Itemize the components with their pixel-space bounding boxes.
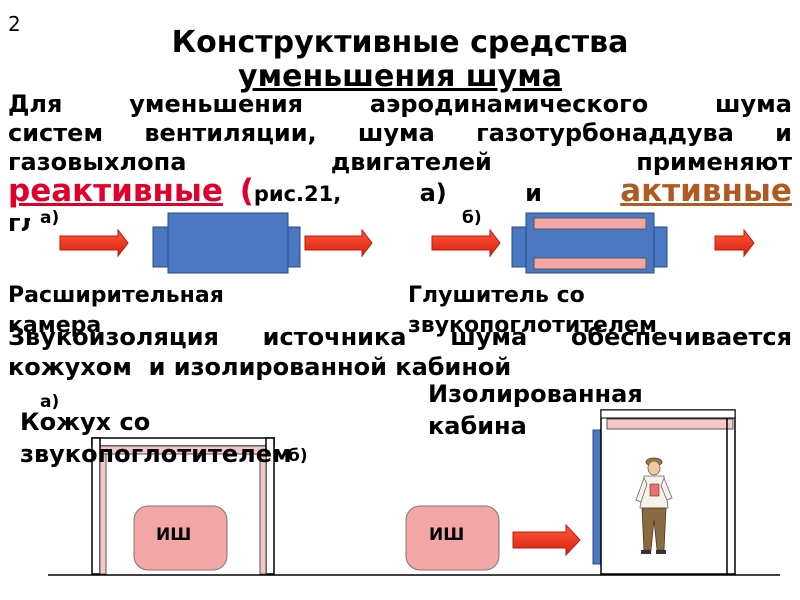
caption-line: Глушитель со	[408, 283, 585, 308]
slide-title: Конструктивные средства уменьшения шума	[130, 26, 670, 94]
enclosure-caption: Кожух со звукопоглотителем	[20, 406, 292, 470]
caption-line: Изолированная	[428, 380, 643, 408]
enclosure-overlap-label: б)	[288, 446, 308, 466]
slide-number: 2	[8, 12, 21, 36]
word-and: и	[525, 179, 542, 207]
inlet-arrow-icon	[59, 228, 129, 258]
word-a: а)	[419, 179, 447, 207]
diagram-b-caption: Глушитель со звукопоглотителем	[408, 281, 657, 341]
inlet-pipe	[152, 226, 169, 268]
expansion-chamber-diagram	[59, 212, 373, 274]
word: шума	[450, 323, 528, 351]
cabin-roof	[600, 409, 736, 419]
outlet-pipe	[653, 226, 668, 268]
cabin-source-label: ИШ	[429, 525, 465, 545]
paragraph2-line-2: кожухом и изолированной кабиной	[8, 353, 512, 381]
absorber-layer-bottom	[533, 257, 647, 270]
title-line-1: Конструктивные средства	[171, 25, 629, 60]
absorber-layer-top	[533, 217, 647, 230]
figure-ref: рис.21,	[253, 182, 342, 206]
word: двигателей	[330, 148, 492, 176]
enclosure-label: а)	[40, 392, 60, 412]
outlet-pipe	[287, 226, 301, 268]
inlet-arrow-icon	[431, 228, 501, 258]
cabin-diagram	[405, 409, 736, 575]
paragraph2-line-1: Звукоизоляция источника шума обеспечивае…	[8, 322, 792, 352]
word: источника	[262, 323, 407, 351]
cabin-roof-absorber	[606, 418, 734, 430]
expansion-chamber	[167, 212, 289, 274]
enclosure-source-label: ИШ	[156, 525, 192, 545]
active-term: активные	[620, 173, 792, 209]
paragraph-isolation: Звукоизоляция источника шума обеспечивае…	[8, 322, 792, 382]
word: уменьшения	[129, 90, 304, 118]
caption-line: кабина	[428, 412, 527, 440]
word: применяют	[636, 148, 792, 176]
caption-line: звукопоглотителем	[20, 440, 292, 468]
cabin-caption: Изолированная кабина	[428, 378, 643, 442]
paragraph1-line-3: газовыхлопа двигателей применяют	[8, 148, 792, 177]
enclosure-diagram	[91, 437, 275, 575]
outlet-arrow-icon	[714, 228, 755, 258]
noise-arrow-icon	[512, 523, 581, 557]
word: газовыхлопа	[8, 148, 187, 176]
word: систем	[8, 119, 104, 147]
reactive-term: реактивные	[8, 173, 223, 209]
enclosure-absorber-left	[99, 453, 107, 575]
inlet-pipe	[511, 226, 527, 268]
paragraph1-line-4: реактивные (рис.21, а) и активные	[8, 173, 792, 209]
outlet-arrow-icon	[304, 228, 373, 258]
paragraph1-line-1: Для уменьшения аэродинамического шума	[8, 90, 792, 119]
word: и	[775, 119, 792, 147]
worker-icon	[635, 457, 673, 554]
noise-source-box	[405, 505, 500, 571]
word: Звукоизоляция	[8, 323, 219, 351]
open-paren: (	[239, 173, 254, 209]
word: Для	[8, 90, 63, 118]
caption-line: Кожух со	[20, 408, 151, 436]
diagram-a-label: а)	[40, 208, 60, 228]
word: газотурбонаддува	[476, 119, 734, 147]
noise-source-box	[133, 505, 228, 571]
title-line-2: уменьшения шума	[238, 59, 562, 94]
paragraph1-line-2: систем вентиляции, шума газотурбонаддува…	[8, 119, 792, 148]
caption-line: звукопоглотителем	[408, 313, 657, 338]
word: аэродинамического	[369, 90, 649, 118]
word: вентиляции,	[144, 119, 317, 147]
diagram-a-caption: Расширительная камера	[8, 281, 224, 341]
caption-line: камера	[8, 313, 102, 338]
absorptive-silencer-diagram	[431, 212, 755, 274]
reactive-group: реактивные (рис.21,	[8, 176, 342, 209]
word: шума	[715, 90, 792, 118]
caption-line: Расширительная	[8, 283, 224, 308]
enclosure-absorber-right	[259, 453, 267, 575]
diagram-b-label: б)	[462, 208, 482, 228]
word: обеспечивается	[570, 323, 792, 351]
cabin-door-panel	[592, 429, 602, 565]
word: шума	[357, 119, 435, 147]
